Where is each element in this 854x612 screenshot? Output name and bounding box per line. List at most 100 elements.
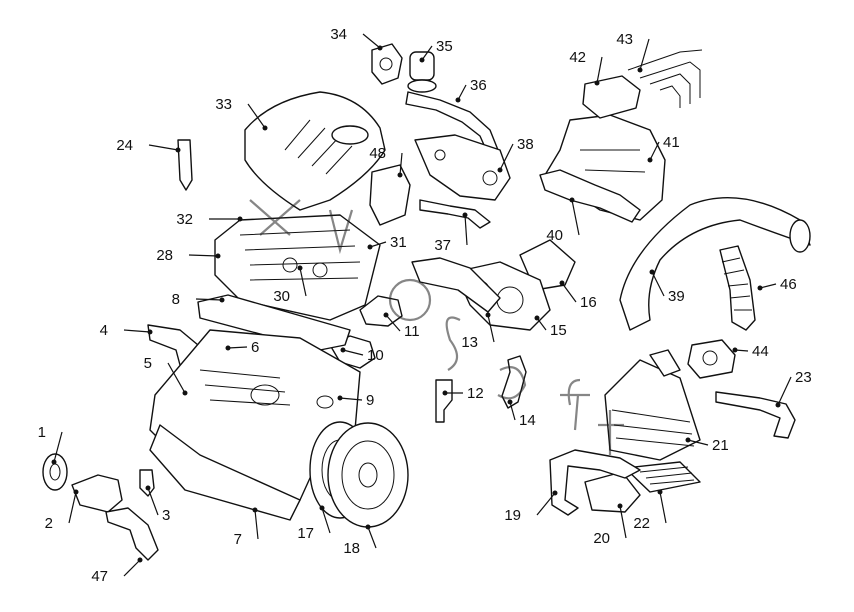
- callout-21: 21: [685, 437, 729, 454]
- callout-leader-line: [147, 487, 159, 516]
- callout-dot: [507, 399, 513, 405]
- callout-number: 9: [366, 392, 374, 409]
- callout-40: 40: [546, 197, 580, 244]
- callout-leader-line: [247, 103, 266, 129]
- callout-19: 19: [504, 490, 558, 524]
- callout-leader-line: [399, 152, 403, 176]
- intake-flange-part: [359, 295, 403, 327]
- callout-8: 8: [172, 291, 225, 308]
- callout-dot: [367, 244, 373, 250]
- callout-dot: [219, 297, 225, 303]
- small-hose-part: [715, 391, 796, 439]
- callout-16: 16: [559, 280, 597, 311]
- callout-20: 20: [593, 503, 627, 547]
- callout-leader-line: [464, 214, 468, 246]
- manifold-gasket-part: [539, 169, 641, 223]
- callout-9: 9: [337, 392, 374, 409]
- callout-leader-line: [369, 241, 387, 248]
- callout-number: 16: [580, 294, 597, 311]
- egr-valve-part: [407, 51, 437, 93]
- bent-pipe-part: [419, 199, 491, 229]
- callout-number: 36: [470, 77, 487, 94]
- callout-33: 33: [215, 96, 268, 131]
- callout-11: 11: [383, 312, 420, 340]
- callout-7: 7: [234, 507, 259, 548]
- callout-3: 3: [145, 485, 170, 524]
- callout-dot: [51, 459, 57, 465]
- control-module-part: [582, 75, 641, 119]
- callout-dot: [455, 97, 461, 103]
- water-pump-part: [71, 474, 123, 513]
- callout-leader-line: [195, 298, 223, 301]
- callout-number: 7: [234, 531, 242, 548]
- callout-43: 43: [616, 31, 650, 73]
- callout-leader-line: [123, 329, 151, 333]
- callout-leader-line: [659, 491, 667, 524]
- callout-dot: [319, 505, 325, 511]
- callout-number: 34: [330, 26, 347, 43]
- callout-dot: [442, 390, 448, 396]
- callout-leader-line: [561, 282, 577, 303]
- engine-parts-illustration: [42, 43, 811, 561]
- callout-number: 22: [633, 515, 650, 532]
- callout-leader-line: [596, 56, 603, 84]
- callout-number: 33: [215, 96, 232, 113]
- callout-28: 28: [156, 247, 221, 264]
- callout-number: 11: [404, 323, 420, 340]
- callout-number: 6: [251, 339, 259, 356]
- callout-number: 39: [668, 288, 685, 305]
- callout-number: 30: [273, 288, 290, 305]
- callout-dot: [397, 172, 403, 178]
- callout-dot: [685, 437, 691, 443]
- callout-leader-line: [254, 509, 259, 540]
- callout-number: 14: [519, 412, 536, 429]
- callout-leader-line: [148, 144, 179, 151]
- callout-dot: [559, 280, 565, 286]
- callout-leader-line: [457, 84, 467, 101]
- callout-number: 37: [434, 237, 451, 254]
- callout-18: 18: [343, 524, 377, 557]
- exhaust-flange-gasket-part: [411, 257, 501, 313]
- coolant-hose-part: [105, 507, 159, 561]
- callout-dot: [340, 347, 346, 353]
- callout-leader-line: [509, 401, 516, 421]
- map-sensor-part: [371, 43, 403, 85]
- callout-17: 17: [297, 505, 331, 542]
- callout-number: 47: [91, 568, 108, 585]
- callout-number: 12: [467, 385, 484, 402]
- head-gasket-part: [197, 294, 351, 351]
- callout-dot: [262, 125, 268, 131]
- callout-number: 44: [752, 343, 769, 360]
- resonator-part: [584, 471, 641, 513]
- callout-number: 13: [461, 334, 478, 351]
- callout-leader-line: [421, 45, 433, 61]
- callout-13: 13: [461, 312, 495, 351]
- callout-leader-line: [639, 38, 650, 71]
- callout-leader-line: [619, 505, 627, 539]
- callout-number: 41: [663, 134, 680, 151]
- callout-leader-line: [571, 199, 580, 236]
- callout-number: 21: [712, 437, 729, 454]
- callout-dot: [757, 285, 763, 291]
- callout-dot: [569, 197, 575, 203]
- callout-dot: [732, 347, 738, 353]
- callout-23: 23: [775, 369, 812, 408]
- callout-39: 39: [649, 269, 685, 305]
- callout-37: 37: [434, 212, 468, 254]
- callout-leader-line: [536, 492, 556, 516]
- callout-31: 31: [367, 234, 407, 251]
- callout-dot: [145, 485, 151, 491]
- callout-dot: [137, 557, 143, 563]
- callout-number: 43: [616, 31, 633, 48]
- callout-leader-line: [227, 346, 248, 349]
- callout-number: 38: [517, 136, 534, 153]
- callout-dot: [297, 265, 303, 271]
- oil-return-pipe-part: [501, 355, 527, 409]
- callout-leader-line: [499, 143, 514, 171]
- callout-number: 31: [390, 234, 407, 251]
- callout-leader-line: [53, 431, 63, 463]
- callout-36: 36: [455, 77, 487, 103]
- callout-number: 8: [172, 291, 180, 308]
- callout-leader-line: [342, 349, 364, 356]
- callout-44: 44: [732, 343, 769, 360]
